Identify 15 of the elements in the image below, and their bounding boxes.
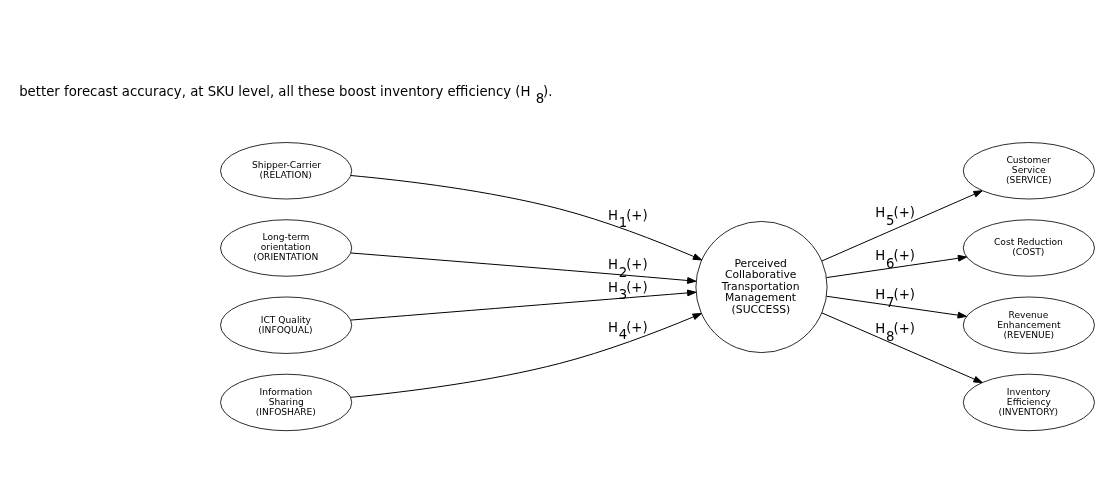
arrow <box>350 174 703 260</box>
arrow <box>350 252 697 284</box>
arrow <box>821 189 983 261</box>
arrow <box>350 312 702 398</box>
node-ellipse: Revenue Enhancement (REVENUE) <box>962 296 1095 354</box>
node-ellipse: ICT Quality (INFOQUAL) <box>220 296 353 354</box>
node-circle: Perceived Collaborative Transportation Management (SUCCESS) <box>695 220 828 353</box>
arrow <box>826 254 968 278</box>
arrow <box>350 289 697 321</box>
arrow <box>821 311 983 383</box>
node-ellipse: Information Sharing (INFOSHARE) <box>220 373 353 431</box>
node-ellipse: Cost Reduction (COST) <box>962 218 1095 277</box>
node-ellipse: Long-term orientation (ORIENTATION <box>220 218 353 277</box>
node-ellipse: Shipper-Carrier (RELATION) <box>220 141 353 199</box>
arrow <box>826 295 967 319</box>
